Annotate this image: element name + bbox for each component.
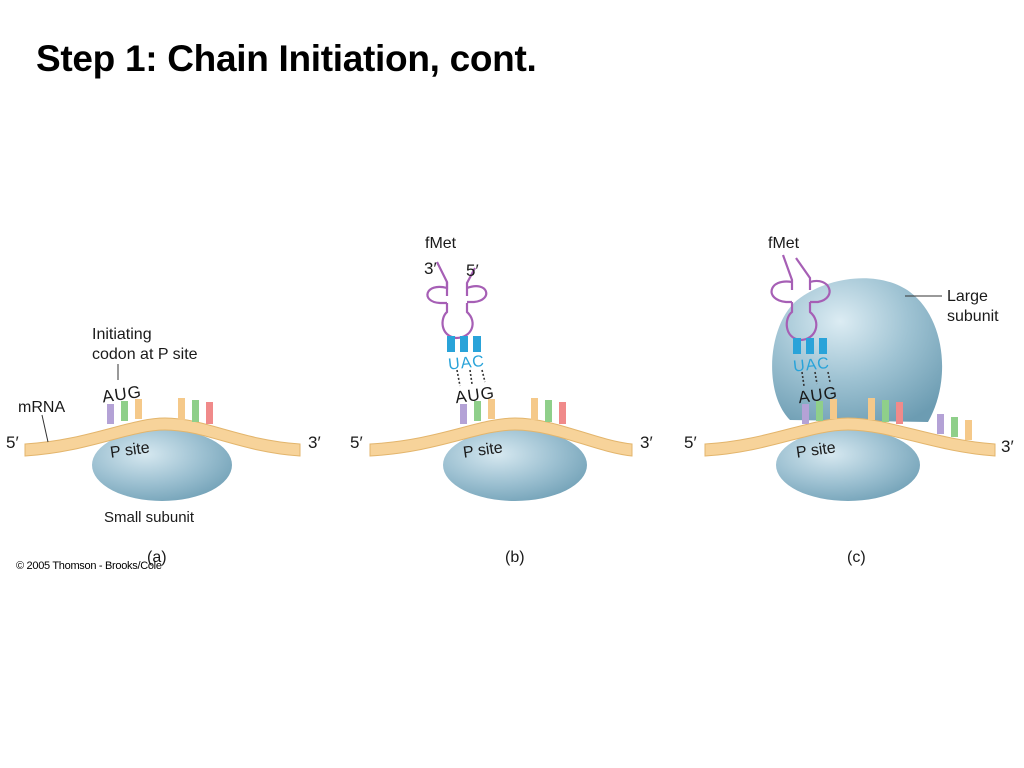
caption-b: (b) — [505, 549, 525, 566]
codon-bar-c-purple2 — [937, 414, 944, 434]
codon-bar-c-green — [816, 401, 823, 421]
caption-a: (a) — [147, 549, 167, 566]
codon-bar-c-red — [896, 402, 903, 424]
mrna-strand — [704, 417, 996, 457]
fmet-label-c: fMet — [768, 235, 800, 252]
codon-bar-c-tan3 — [965, 420, 972, 440]
initiating-label-line1: Initiating — [92, 326, 152, 343]
large-subunit-label-line2: subunit — [947, 308, 999, 325]
mrna-strand — [369, 417, 633, 457]
small-subunit-label: Small subunit — [104, 509, 195, 526]
p-site-label-b: P site — [462, 439, 504, 461]
panel-a: mRNA 5′ 3′ Initiating codon at P site AU… — [6, 326, 321, 566]
trna-five-prime-b: 5′ — [466, 261, 479, 280]
base-pair-dots-c — [827, 371, 831, 383]
codon-bar-b-purple — [460, 404, 467, 424]
five-prime-label-c: 5′ — [684, 433, 697, 452]
panel-c: fMet Large subunit UAC AUG 5′ 3′ P site … — [684, 235, 1014, 566]
mrna-strand — [24, 417, 301, 457]
codon-bar-a-purple — [107, 404, 114, 424]
codon-bar-a-red — [206, 402, 213, 424]
base-pair-dots-b — [456, 369, 461, 387]
base-pair-dots-b — [469, 369, 473, 385]
three-prime-label-c: 3′ — [1001, 437, 1014, 456]
codon-bar-c-purple — [802, 404, 809, 424]
small-subunit — [443, 429, 587, 501]
p-site-label-a: P site — [109, 439, 151, 461]
base-pair-dots-b — [481, 369, 486, 383]
five-prime-label-b: 5′ — [350, 433, 363, 452]
slide-title: Step 1: Chain Initiation, cont. — [36, 38, 537, 79]
codon-bar-c-green2 — [882, 400, 889, 422]
codon-bar-b-red — [559, 402, 566, 424]
codon-bar-a-tan2 — [178, 398, 185, 420]
large-subunit-label-line1: Large — [947, 288, 988, 305]
small-subunit — [776, 429, 920, 501]
anticodon-label-c: UAC — [792, 355, 830, 376]
p-site-label-c: P site — [795, 439, 837, 461]
five-prime-label-a: 5′ — [6, 433, 19, 452]
codon-bar-a-tan — [135, 399, 142, 419]
three-prime-label-b: 3′ — [640, 433, 653, 452]
codon-bar-a-green2 — [192, 400, 199, 422]
codon-bar-b-green — [474, 401, 481, 421]
mrna-label: mRNA — [18, 399, 65, 416]
trna-b — [426, 261, 488, 352]
mrna-leader-line — [41, 414, 49, 443]
panel-b: fMet 3′ 5′ UAC AUG 5′ 3′ P site (b) — [350, 235, 653, 566]
three-prime-label-a: 3′ — [308, 433, 321, 452]
trna-c — [770, 254, 831, 354]
copyright-notice: © 2005 Thomson - Brooks/Cole — [16, 560, 162, 572]
fmet-label-b: fMet — [425, 235, 457, 252]
trna-three-prime-b: 3′ — [424, 259, 437, 278]
codon-bar-a-green — [121, 401, 128, 421]
anticodon-label-b: UAC — [447, 353, 485, 374]
codon-bar-b-tan2 — [531, 398, 538, 420]
caption-c: (c) — [847, 549, 866, 566]
codon-bar-b-tan — [488, 399, 495, 419]
codon-bar-c-green3 — [951, 417, 958, 437]
codon-bar-b-green2 — [545, 400, 552, 422]
large-subunit — [772, 278, 943, 422]
codon-bar-c-tan — [830, 399, 837, 419]
small-subunit — [92, 429, 232, 501]
codon-bar-c-tan2 — [868, 398, 875, 420]
initiating-label-line2: codon at P site — [92, 346, 198, 363]
